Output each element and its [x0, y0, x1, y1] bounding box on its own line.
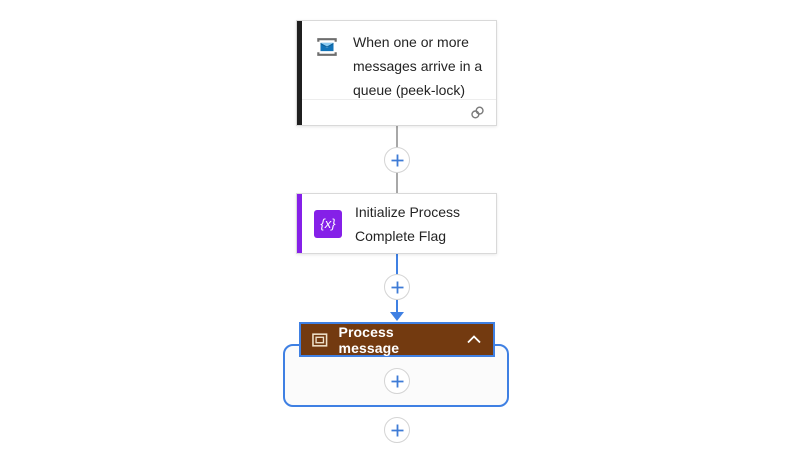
scope-header-process-message[interactable]: Process message: [299, 322, 495, 357]
insert-step-button-1[interactable]: [384, 147, 410, 173]
plus-icon: [391, 154, 403, 166]
trigger-card-body: When one or more messages arrive in a qu…: [297, 21, 496, 125]
plus-icon: [391, 424, 403, 436]
trigger-card-service-bus[interactable]: When one or more messages arrive in a qu…: [296, 20, 497, 126]
insert-step-button-after-scope[interactable]: [384, 417, 410, 443]
trigger-accent-bar: [297, 21, 302, 125]
service-bus-icon: [317, 38, 337, 56]
connector-arrowhead: [390, 312, 404, 321]
insert-step-button-inside-scope[interactable]: [384, 368, 410, 394]
action-card-initialize-variable[interactable]: {x} Initialize Process Complete Flag: [296, 193, 497, 254]
action-title: Initialize Process Complete Flag: [355, 203, 461, 244]
trigger-title: When one or more messages arrive in a qu…: [353, 34, 483, 98]
action-card-body: {x} Initialize Process Complete Flag: [297, 194, 496, 253]
scope-title: Process message: [338, 323, 400, 356]
connection-link-icon[interactable]: [470, 105, 485, 120]
action-accent-bar: [297, 194, 302, 253]
scope-icon: [312, 332, 328, 347]
insert-step-button-2[interactable]: [384, 274, 410, 300]
plus-icon: [391, 375, 403, 387]
trigger-card-footer: [302, 99, 496, 125]
chevron-up-icon[interactable]: [466, 335, 482, 344]
variables-icon: {x}: [314, 209, 342, 238]
plus-icon: [391, 281, 403, 293]
